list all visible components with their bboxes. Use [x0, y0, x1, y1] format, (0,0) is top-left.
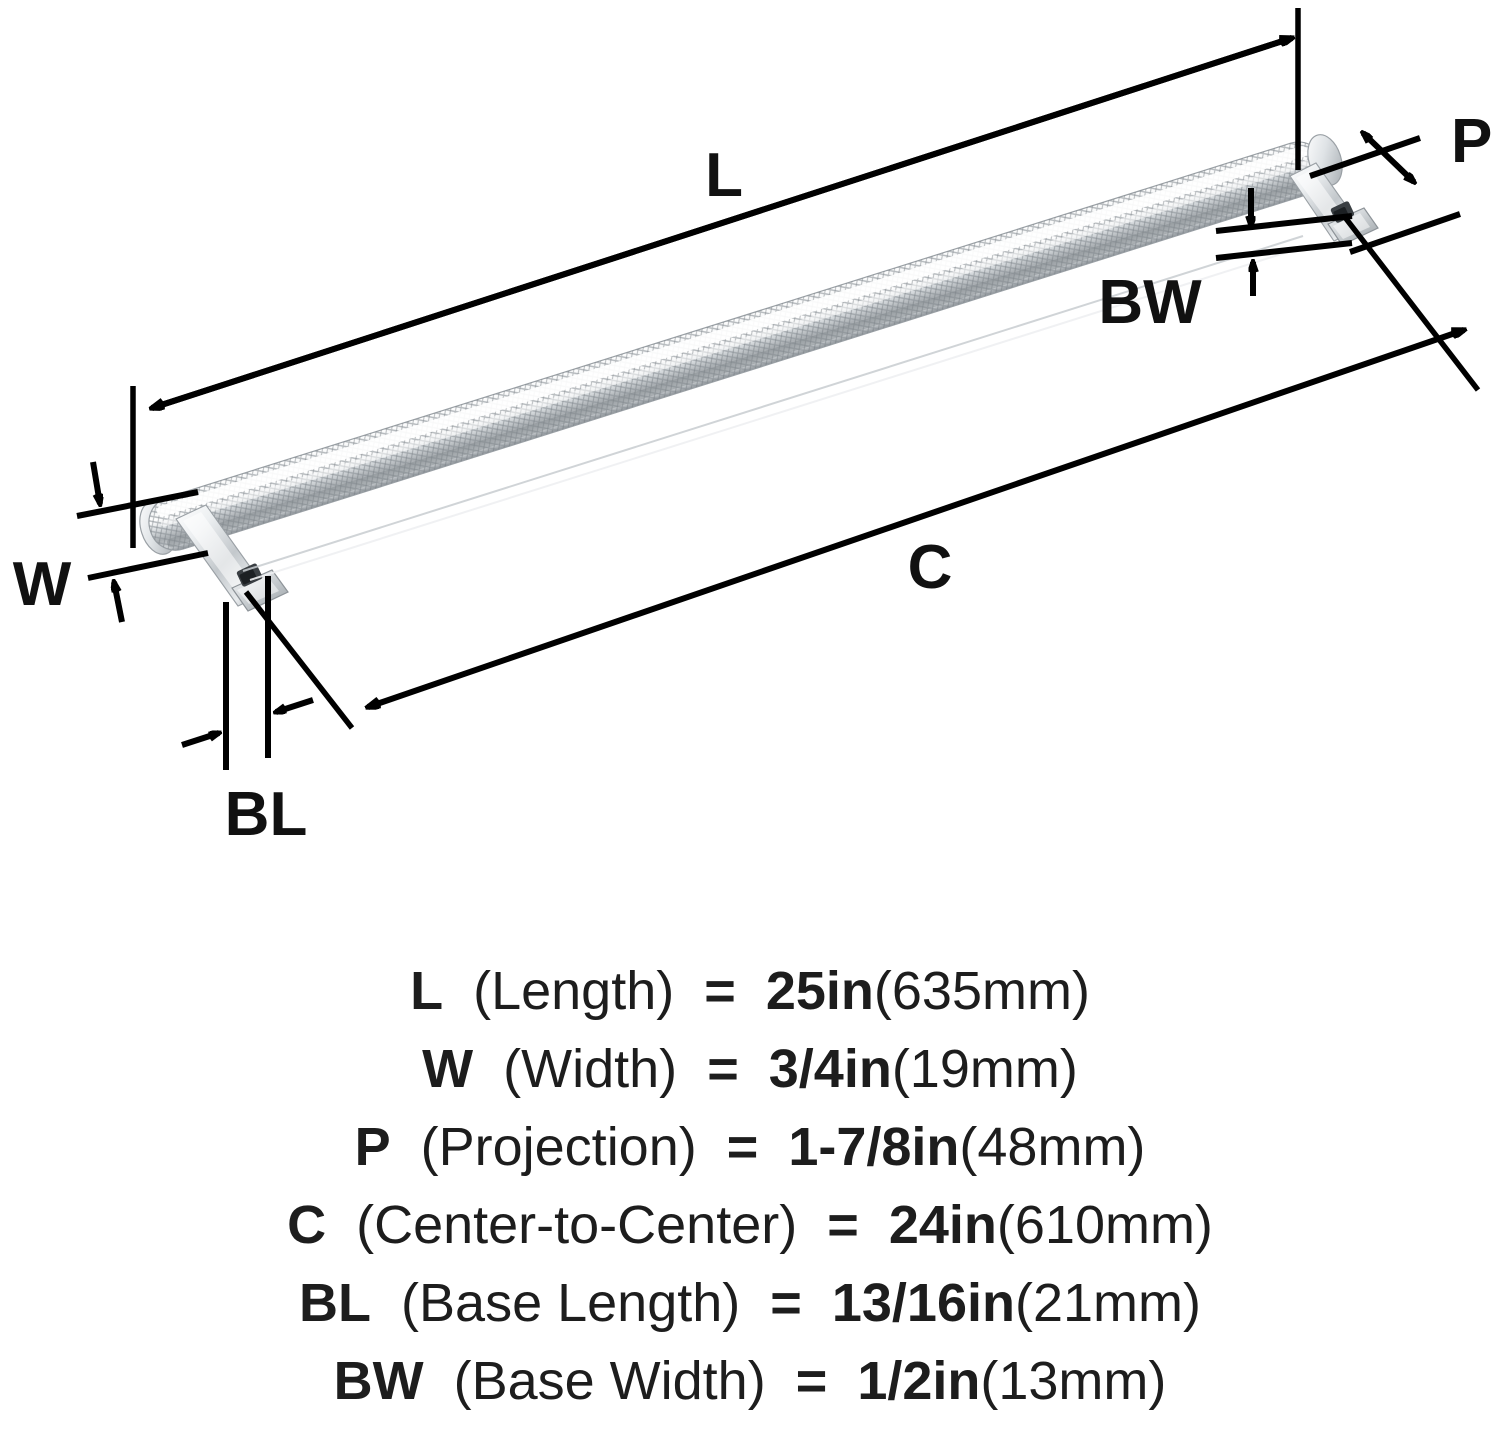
- spec-row: BW (Base Width) = 1/2in(13mm): [0, 1342, 1500, 1420]
- spec-desc: (Projection): [420, 1117, 697, 1177]
- spec-value-inches: 25in: [765, 961, 874, 1021]
- spec-desc: (Base Width): [453, 1351, 766, 1411]
- spec-equals: =: [707, 1039, 739, 1099]
- spec-equals: =: [795, 1351, 828, 1411]
- spec-code: P: [354, 1117, 391, 1177]
- dimension-label-center-to-center: C: [908, 533, 953, 602]
- spec-desc: (Center-to-Center): [356, 1195, 798, 1255]
- handle-technical-drawing: L C P BW: [13, 8, 1492, 849]
- spec-value-mm: (19mm): [891, 1039, 1078, 1099]
- handle-illustration: [139, 134, 1379, 612]
- spec-value-inches: 1-7/8in: [788, 1117, 960, 1177]
- spec-equals: =: [726, 1117, 759, 1177]
- spec-row: W (Width) = 3/4in(19mm): [0, 1030, 1500, 1108]
- spec-value-inches: 24in: [888, 1195, 997, 1255]
- spec-value-mm: (48mm): [959, 1117, 1146, 1177]
- spec-value-inches: 1/2in: [857, 1351, 981, 1411]
- spec-code: BL: [299, 1273, 371, 1333]
- dimension-width: W: [13, 461, 209, 623]
- spec-row: L (Length) = 25in(635mm): [0, 952, 1500, 1030]
- spec-equals: =: [704, 961, 736, 1021]
- dimension-projection: P: [1309, 107, 1492, 255]
- spec-value-mm: (13mm): [980, 1351, 1167, 1411]
- spec-value-inches: 3/4in: [768, 1039, 892, 1099]
- dimension-label-base-length: BL: [225, 780, 308, 849]
- dimension-label-base-width: BW: [1098, 268, 1202, 337]
- specifications-list: L (Length) = 25in(635mm) W (Width) = 3/4…: [0, 952, 1500, 1420]
- spec-row: C (Center-to-Center) = 24in(610mm): [0, 1186, 1500, 1264]
- dimension-base-width: BW: [1098, 188, 1353, 337]
- spec-desc: (Width): [503, 1039, 678, 1099]
- dimension-label-width: W: [13, 550, 72, 619]
- spec-code: L: [410, 961, 444, 1021]
- spec-value-mm: (610mm): [996, 1195, 1213, 1255]
- spec-value-inches: 13/16in: [831, 1273, 1015, 1333]
- dimension-base-length: BL: [181, 576, 314, 849]
- spec-value-mm: (635mm): [873, 961, 1090, 1021]
- spec-code: C: [287, 1195, 327, 1255]
- spec-desc: (Length): [473, 961, 675, 1021]
- spec-code: BW: [333, 1351, 424, 1411]
- dimension-label-length: L: [705, 141, 743, 210]
- spec-value-mm: (21mm): [1014, 1273, 1201, 1333]
- spec-equals: =: [770, 1273, 802, 1333]
- spec-code: W: [422, 1039, 474, 1099]
- spec-desc: (Base Length): [401, 1273, 741, 1333]
- spec-row: P (Projection) = 1-7/8in(48mm): [0, 1108, 1500, 1186]
- dimension-length: L: [130, 8, 1301, 548]
- spec-row: BL (Base Length) = 13/16in(21mm): [0, 1264, 1500, 1342]
- spec-equals: =: [827, 1195, 859, 1255]
- dimension-label-projection: P: [1451, 107, 1492, 176]
